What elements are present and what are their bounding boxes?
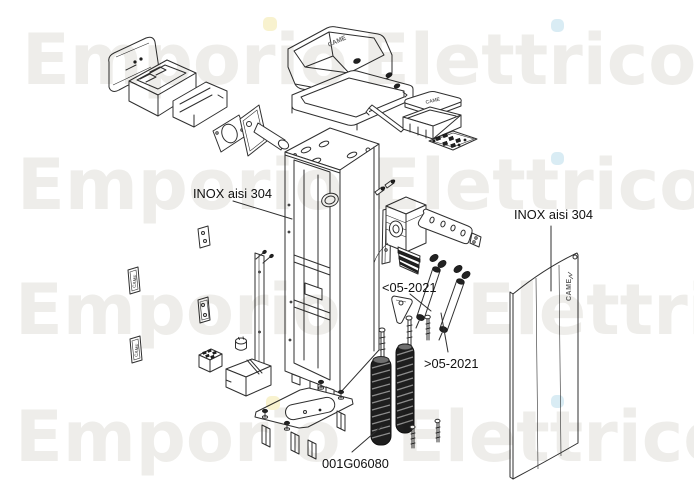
cylinder-cap <box>235 336 247 351</box>
came-logo-sticker-2: CAME <box>134 343 140 357</box>
came-sticker-1: CAME <box>127 266 141 295</box>
label-part-code: 001G06080 <box>322 456 389 471</box>
springs-group <box>370 315 441 449</box>
spring-screw-1 <box>378 327 386 359</box>
flange-arm-holes <box>429 216 466 237</box>
leader-part-code <box>351 425 383 453</box>
motor-cable <box>373 242 389 264</box>
label-inox-left: INOX aisi 304 <box>193 186 272 201</box>
came-logo-control-lid: CAME <box>425 96 441 106</box>
spring-large <box>370 356 392 446</box>
door-panel: CAME <box>509 252 579 480</box>
label-inox-right: INOX aisi 304 <box>514 207 593 222</box>
base-slot <box>284 396 336 421</box>
side-screws <box>374 179 396 196</box>
head-assembly: CAME <box>287 26 414 133</box>
small-parts-left: CAME CAME <box>127 225 274 397</box>
cabinet-right-face <box>339 143 380 394</box>
spring-screw-2 <box>405 315 413 348</box>
cam-screw <box>424 314 431 341</box>
label-before-2021: <05-2021 <box>382 280 436 295</box>
frame-clip-1 <box>385 72 393 78</box>
cabinet <box>254 127 396 399</box>
lid-tray <box>172 81 228 128</box>
bottom-screw-1 <box>409 424 416 449</box>
bushing-3 <box>453 265 463 273</box>
shaft <box>253 122 286 151</box>
motor-hub <box>388 220 404 238</box>
link-rod-2 <box>438 278 465 341</box>
leader-before-2021 <box>409 293 432 312</box>
leader-lines <box>232 200 552 453</box>
frame-clip-2 <box>393 83 401 89</box>
anchor-bolts <box>261 379 345 431</box>
pcb-components <box>432 132 467 149</box>
linkage <box>391 254 471 341</box>
door-fold-lines <box>535 264 562 470</box>
spring-small <box>395 343 415 434</box>
bushing-1 <box>429 254 439 262</box>
arm-end-bracket <box>469 232 482 248</box>
hood-clip <box>353 58 361 64</box>
came-glyph-door <box>567 271 574 280</box>
motor-assembly <box>373 196 482 275</box>
small-plate-1 <box>197 225 211 249</box>
cabinet-front-face <box>284 151 341 394</box>
came-logo-sticker-1: CAME <box>132 274 138 288</box>
outer-lid-panel <box>108 36 159 92</box>
base-plate-assembly <box>254 379 354 460</box>
triangle-cam <box>391 295 413 324</box>
came-logo-door: CAME <box>566 278 573 301</box>
leader-after-2021 <box>440 312 449 353</box>
cabinet-opening <box>293 159 331 381</box>
lid-assembly <box>108 36 290 157</box>
bushing-4 <box>461 271 471 279</box>
bottom-screw-2 <box>434 418 441 443</box>
base-legs <box>261 410 346 460</box>
link-rod-1 <box>415 266 441 329</box>
door-left-edge <box>509 291 514 480</box>
terminal-block <box>198 348 223 373</box>
came-sticker-2: CAME <box>129 335 143 364</box>
bushing-2 <box>437 260 447 268</box>
label-after-2021: >05-2021 <box>424 356 478 371</box>
control-box-assembly: CAME <box>402 91 478 151</box>
wedge-box <box>225 358 272 397</box>
base-plate <box>254 387 354 429</box>
screw-pair <box>255 249 274 264</box>
door-corner-hole <box>572 254 578 260</box>
leader-inox-left <box>232 200 293 220</box>
small-plate-2 <box>197 296 211 324</box>
